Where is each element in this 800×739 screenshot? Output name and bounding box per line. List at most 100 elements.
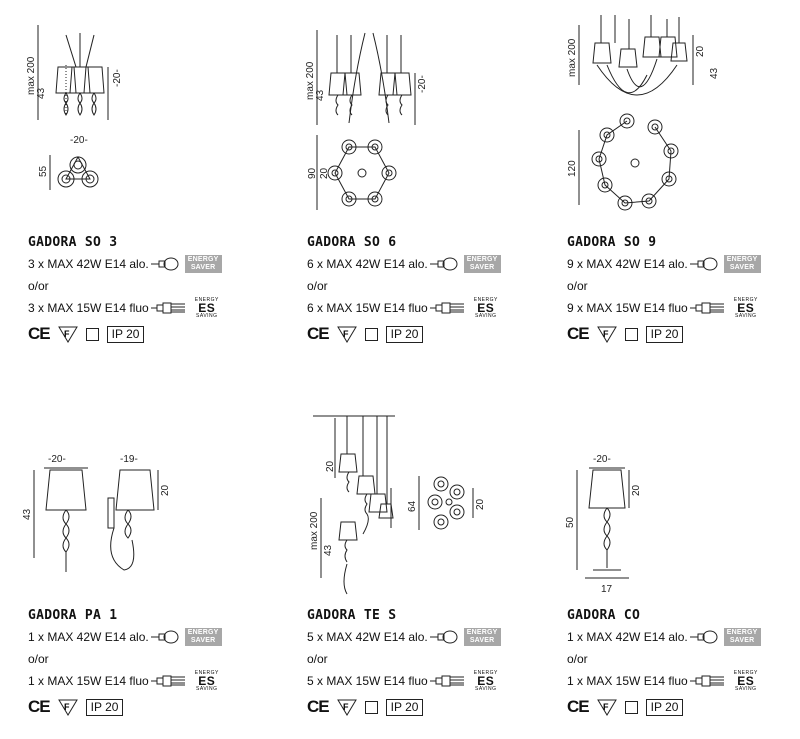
svg-text:F: F: [64, 329, 70, 339]
halogen-bulb-icon: [429, 630, 458, 644]
ip-rating: IP 20: [85, 698, 124, 716]
fluo-bulb-icon: [150, 302, 185, 314]
fluo-spec: 1 x MAX 15W E14 fluo: [28, 674, 149, 688]
lamp-drawing-svg: max 200 20 43 120: [567, 15, 720, 211]
product-gadora-pa-1: -20- 43 -19- 20 GADORA PA 1 1 x MAX 42W …: [22, 378, 278, 738]
dim-base-h: 55: [38, 165, 49, 177]
lamp-drawing-svg: max 200 43 -20- 90 20: [305, 30, 428, 210]
fluo-bulb-icon: [429, 675, 464, 687]
dim-shade-h: 43: [709, 67, 720, 79]
dim-shade-w1: -20-: [48, 454, 66, 465]
halogen-bulb-icon: [150, 257, 179, 271]
dim-shade-h: 20: [631, 484, 642, 496]
product-gadora-so-6: max 200 43 -20- 90 20 GADORA SO 6 6 x MA…: [305, 5, 557, 365]
halogen-bulb-icon: [429, 257, 458, 271]
certifications: CE F IP 20: [307, 694, 557, 720]
certifications: CE F IP 20: [28, 694, 278, 720]
fluo-spec: 3 x MAX 15W E14 fluo: [28, 301, 149, 315]
ce-mark-icon: CE: [28, 697, 51, 716]
ce-mark-icon: CE: [28, 324, 51, 343]
ip-rating: IP 20: [385, 698, 424, 716]
halogen-spec: 3 x MAX 42W E14 alo.: [28, 257, 149, 271]
dim-shade-w: -20-: [593, 454, 611, 465]
ip-rating: IP 20: [645, 325, 684, 343]
dim-height: 50: [565, 516, 576, 528]
halogen-bulb-icon: [689, 630, 718, 644]
or-text: o/or: [28, 652, 49, 666]
halogen-spec: 5 x MAX 42W E14 alo.: [307, 630, 428, 644]
lamp-drawing-svg: max 200 43 -20- -20- 55: [26, 25, 123, 190]
f-mark-icon: F: [596, 699, 617, 716]
class-ii-icon: [624, 327, 638, 341]
halogen-bulb-icon: [150, 630, 179, 644]
dim-height-max: max 200: [567, 38, 578, 77]
product-name: GADORA TE S: [307, 608, 397, 623]
f-mark-icon: F: [336, 699, 357, 716]
class-ii-icon: [364, 327, 378, 341]
lamp-drawing-svg: 20 max 200 43 64 20: [309, 415, 486, 595]
ce-mark-icon: CE: [567, 324, 590, 343]
halogen-spec: 9 x MAX 42W E14 alo.: [567, 257, 688, 271]
product-gadora-te-s: 20 max 200 43 64 20 GADORA TE S 5 x MAX …: [307, 378, 557, 738]
dim-shade-w: -20-: [112, 69, 123, 87]
ip-rating: IP 20: [645, 698, 684, 716]
ip-rating: IP 20: [385, 325, 424, 343]
fluo-spec: 5 x MAX 15W E14 fluo: [307, 674, 428, 688]
product-name: GADORA PA 1: [28, 608, 118, 623]
or-text: o/or: [28, 279, 49, 293]
fluo-spec: 6 x MAX 15W E14 fluo: [307, 301, 428, 315]
halogen-spec: 1 x MAX 42W E14 alo.: [567, 630, 688, 644]
technical-drawing: -20- 43 -19- 20: [22, 378, 278, 603]
f-mark-icon: F: [57, 326, 78, 343]
technical-drawing: max 200 20 43 120: [567, 5, 800, 230]
dim-base-w: -20-: [70, 135, 88, 146]
dim-shade-h: 43: [36, 87, 47, 99]
svg-text:F: F: [343, 329, 349, 339]
dim-base-h: 120: [567, 160, 578, 177]
dim-base-w: 17: [601, 584, 613, 595]
technical-drawing: max 200 43 -20- -20- 55: [26, 5, 278, 230]
dim-shade-w2: -19-: [120, 454, 138, 465]
product-name: GADORA CO: [567, 608, 641, 623]
class-ii-icon: [624, 700, 638, 714]
dim-height-max: max 200: [26, 56, 37, 95]
dim-shade-w: -20-: [417, 75, 428, 93]
technical-drawing: max 200 43 -20- 90 20: [305, 5, 557, 230]
svg-text:F: F: [64, 702, 70, 712]
svg-text:F: F: [343, 702, 349, 712]
dim-shade-h: 43: [22, 508, 33, 520]
or-text: o/or: [307, 652, 328, 666]
svg-text:F: F: [603, 702, 609, 712]
halogen-spec: 6 x MAX 42W E14 alo.: [307, 257, 428, 271]
product-gadora-so-3: max 200 43 -20- -20- 55 GADORA SO 3 3 x …: [26, 5, 278, 365]
f-mark-icon: F: [596, 326, 617, 343]
or-text: o/or: [567, 652, 588, 666]
product-name: GADORA SO 9: [567, 235, 657, 250]
dim-base-h: 64: [407, 500, 418, 512]
fluo-bulb-icon: [429, 302, 464, 314]
svg-text:F: F: [603, 329, 609, 339]
dim-height-max: max 200: [305, 61, 316, 100]
fluo-spec: 1 x MAX 15W E14 fluo: [567, 674, 688, 688]
or-text: o/or: [307, 279, 328, 293]
certifications: CE F IP 20: [307, 321, 557, 347]
fluo-bulb-icon: [150, 675, 185, 687]
f-mark-icon: F: [57, 699, 78, 716]
